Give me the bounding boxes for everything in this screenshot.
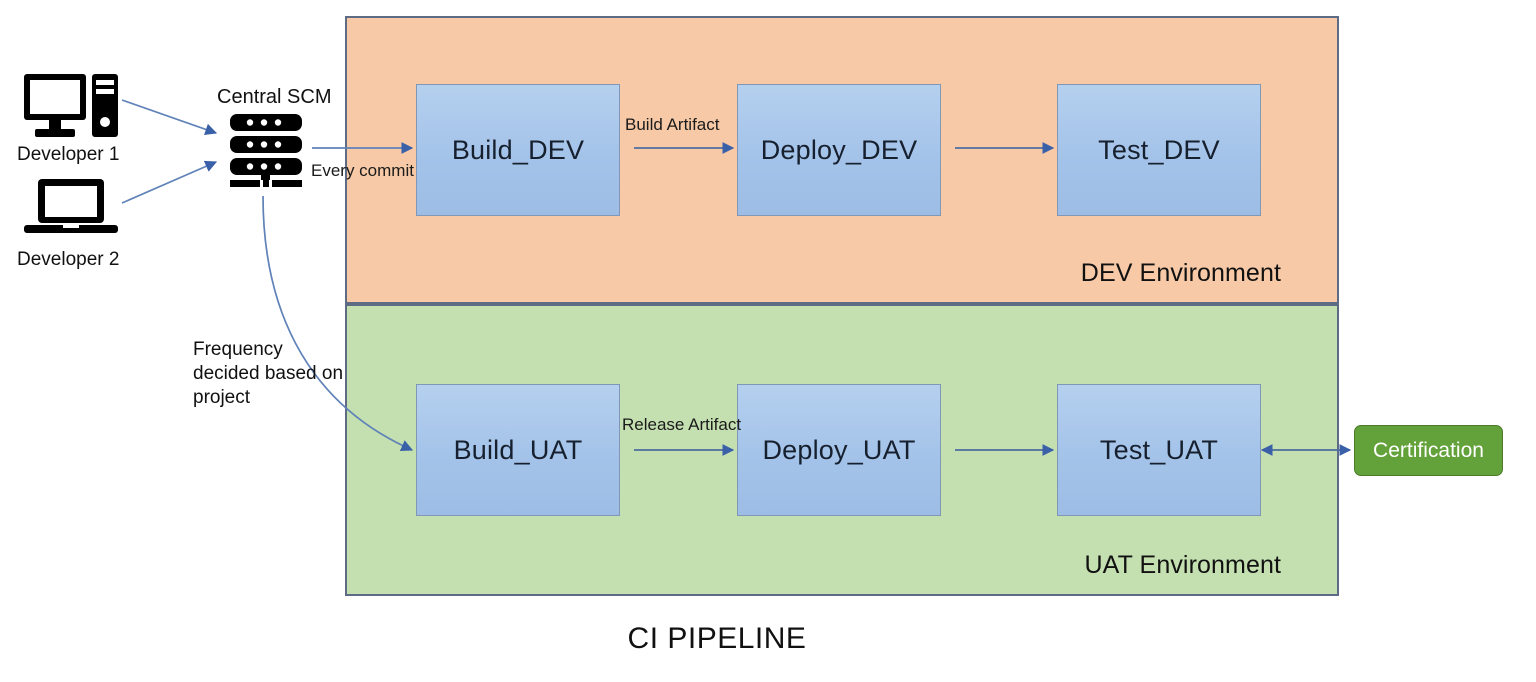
uat-environment-label: UAT Environment — [1084, 551, 1281, 579]
laptop-icon — [22, 177, 120, 242]
stage-box-build-uat[interactable]: Build_UAT — [416, 384, 620, 516]
connector-dev1-to-scm — [121, 99, 218, 136]
scm-title: Central SCM — [217, 86, 332, 108]
page-title-text: CI PIPELINE — [627, 622, 807, 655]
developer-2-label: Developer 2 — [17, 249, 120, 270]
stage-box-test-uat[interactable]: Test_UAT — [1057, 384, 1261, 516]
stage-box-deploy-uat[interactable]: Deploy_UAT — [737, 384, 941, 516]
connector-dev2-to-scm — [121, 160, 218, 204]
stage-label: Build_DEV — [451, 134, 585, 165]
frequency-note: Frequency decided based on project — [193, 339, 344, 408]
edge-label-build-artifact: Build Artifact — [625, 115, 720, 134]
server-rack-icon — [228, 112, 304, 193]
stage-box-test-dev[interactable]: Test_DEV — [1057, 84, 1261, 216]
desktop-computer-icon — [22, 72, 120, 145]
stage-label: Test_UAT — [1099, 434, 1219, 465]
stage-label: Build_UAT — [453, 434, 583, 465]
stage-label: Test_DEV — [1098, 134, 1220, 165]
dev-environment-label: DEV Environment — [1080, 259, 1281, 287]
page-title: CI PIPELINE — [0, 622, 1536, 656]
stage-label: Deploy_UAT — [762, 434, 916, 465]
stage-box-build-dev[interactable]: Build_DEV — [416, 84, 620, 216]
edge-label-release-artifact: Release Artifact — [622, 415, 742, 434]
stage-label: Deploy_DEV — [760, 134, 918, 165]
developer-1-label: Developer 1 — [17, 144, 120, 165]
certification-box[interactable]: Certification — [1354, 425, 1503, 476]
edge-label-every-commit: Every commit — [311, 161, 414, 180]
certification-label: Certification — [1373, 438, 1484, 462]
stage-box-deploy-dev[interactable]: Deploy_DEV — [737, 84, 941, 216]
